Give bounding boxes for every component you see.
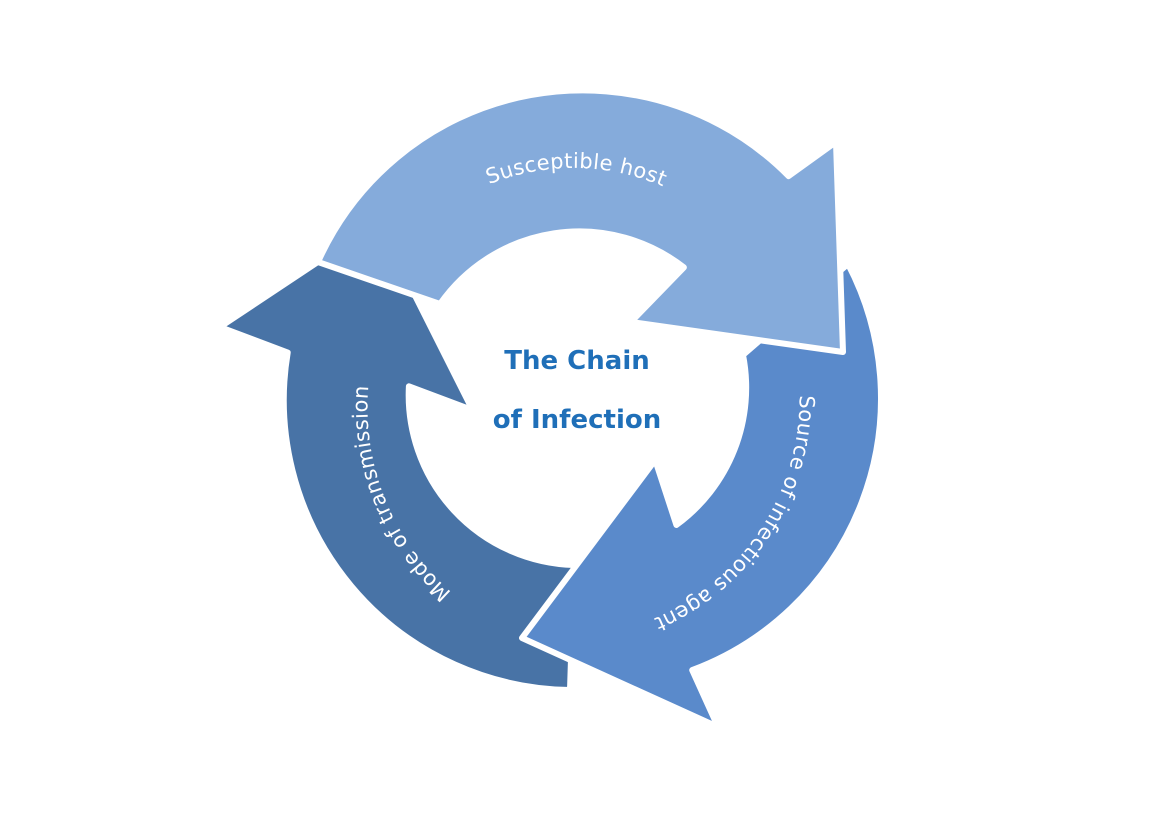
center-title-line-1: The Chain	[504, 346, 650, 376]
arrow-source-of-infectious-agent	[519, 261, 884, 730]
arrow-mode-of-transmission	[217, 219, 577, 693]
center-title-line-2: of Infection	[493, 405, 661, 435]
arrow-susceptible-host	[315, 87, 846, 355]
